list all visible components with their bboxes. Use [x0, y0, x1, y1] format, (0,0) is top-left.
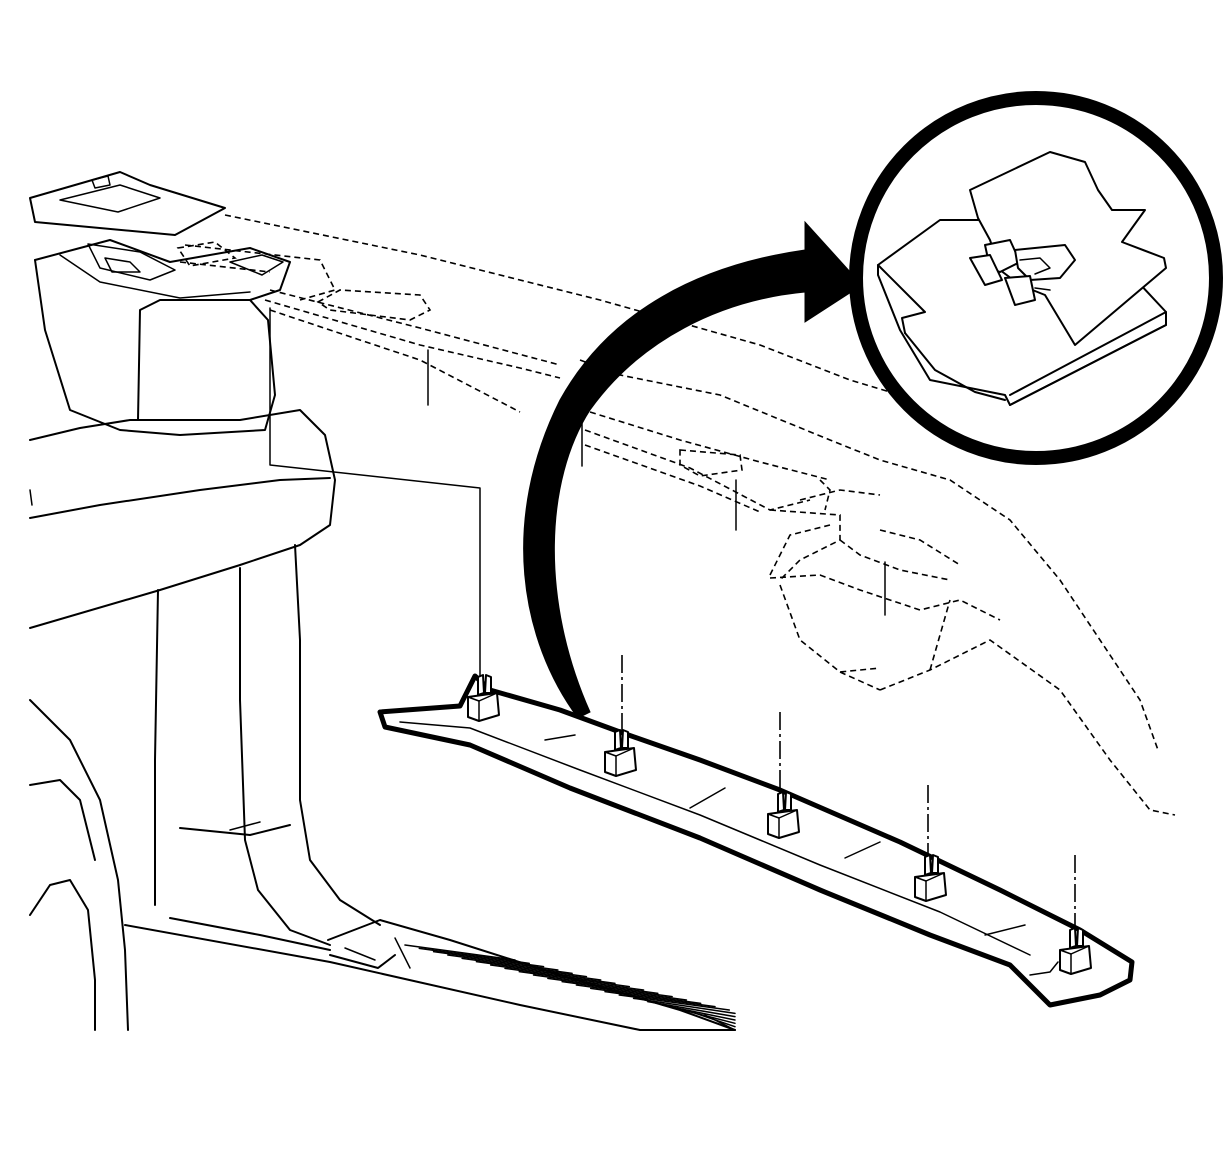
scuff-rib	[575, 984, 688, 1001]
retainer-clip	[467, 674, 500, 722]
vehicle-body	[29, 171, 736, 1031]
trim-panel-outline	[377, 673, 1135, 1008]
detail-view	[849, 91, 1223, 465]
retainer-clip	[1059, 927, 1092, 975]
scuff-rib	[589, 987, 702, 1005]
retainer-clip	[604, 729, 637, 777]
retainer-clips	[467, 674, 1092, 975]
scuff-rib	[661, 1004, 736, 1021]
scuff-rib	[447, 954, 559, 971]
lower-pillar	[154, 589, 159, 906]
retainer-clip	[914, 854, 947, 902]
retainer-clip	[767, 791, 800, 839]
scuff-rib	[432, 950, 545, 968]
scuff-rib	[461, 957, 573, 975]
scuff-plate	[327, 919, 736, 1031]
headliner-outline	[179, 214, 1176, 816]
scuff-rib	[475, 960, 588, 978]
scuff-rib	[518, 970, 631, 988]
roof-rail-edge	[29, 171, 226, 236]
scuff-rib	[632, 997, 736, 1015]
scuff-rib	[532, 974, 645, 991]
scuff-rib	[547, 977, 659, 995]
scuff-rib	[489, 964, 602, 981]
b-pillar-trim	[29, 409, 336, 629]
scuff-rib	[647, 1000, 736, 1018]
scuff-rib	[604, 990, 716, 1008]
trim-panel	[377, 673, 1135, 1008]
scuff-rib	[418, 947, 531, 965]
floor-sill	[124, 924, 736, 1031]
upper-pillar-block	[34, 259, 276, 436]
rear-quarter	[29, 699, 129, 1031]
scuff-plate-ribs	[404, 944, 736, 1031]
scuff-rib	[618, 994, 731, 1011]
scuff-rib	[404, 944, 516, 961]
scuff-rib	[704, 1014, 736, 1031]
scuff-rib	[561, 980, 673, 998]
scuff-rib	[504, 967, 616, 985]
